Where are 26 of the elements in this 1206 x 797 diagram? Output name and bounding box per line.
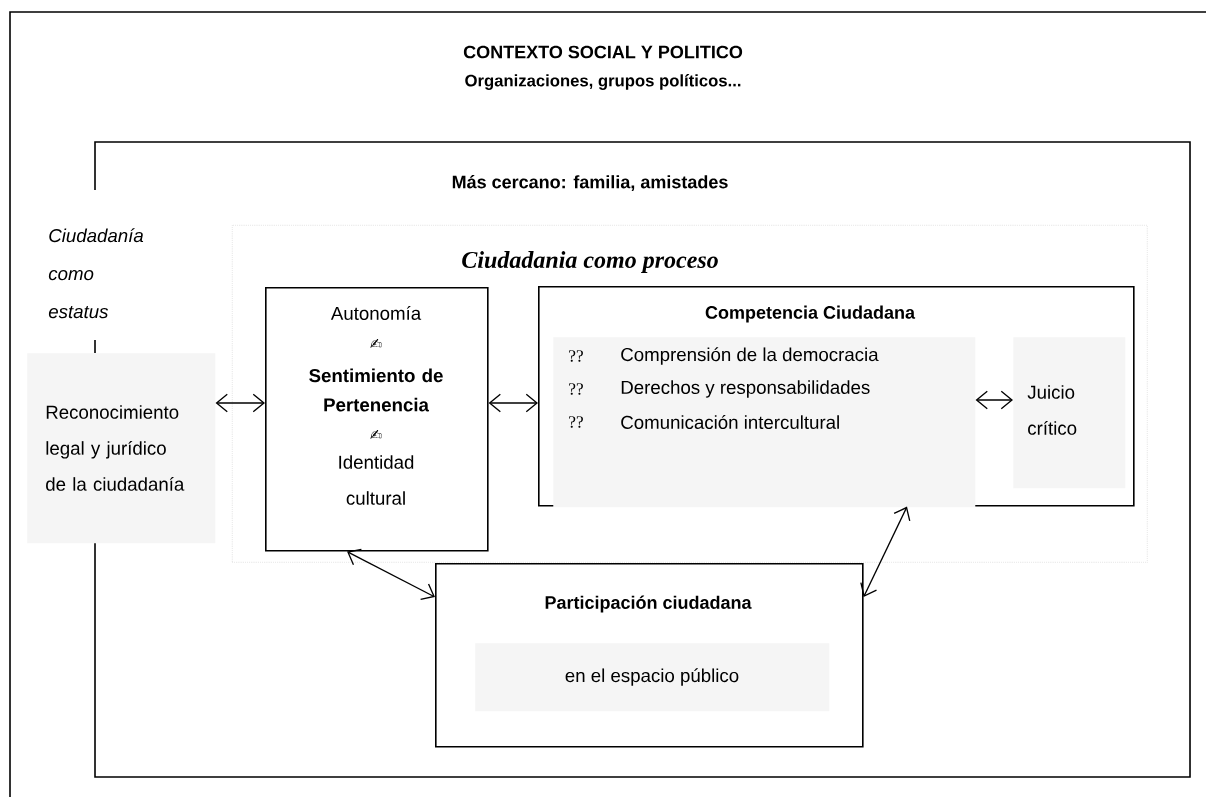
arrow <box>860 506 911 597</box>
heading: Más cercano: familia, amistades <box>452 175 728 191</box>
writing-hand-symbol: ✍ <box>370 430 382 439</box>
bullet-marker: ?? <box>569 350 583 362</box>
list-item: Derechos y responsabilidades <box>621 380 870 398</box>
side-label: Ciudadanía como estatus <box>48 228 144 319</box>
box-text: Autonomía <box>330 306 422 320</box>
arrow <box>975 390 1013 410</box>
box-heading: Participación ciudadana <box>545 595 752 613</box>
box-text: Identidad cultural <box>339 455 414 505</box>
subheading: Organizaciones, grupos políticos... <box>465 74 741 90</box>
text-panel: Reconocimiento legal y jurídico de la ciudadanía <box>27 353 216 544</box>
box-heading: Competencia Ciudadana <box>705 305 916 323</box>
list-item: Comunicación intercultural <box>621 415 839 429</box>
box-heading: Sentimiento de Pertenencia <box>309 368 443 412</box>
bullet-marker: ?? <box>569 416 583 428</box>
text-panel: en el espacio público <box>475 643 830 712</box>
bullet-marker: ?? <box>569 383 583 395</box>
arrow <box>215 393 265 413</box>
heading: Ciudadania como proceso <box>462 251 718 273</box>
list-item: Comprensión de la democracia <box>621 347 879 365</box>
arrow <box>347 548 435 600</box>
text-panel: Juicio crítico <box>1013 337 1126 489</box>
writing-hand-symbol: ✍ <box>370 339 382 348</box>
arrow <box>488 393 538 413</box>
heading: CONTEXTO SOCIAL Y POLITICO <box>463 45 743 59</box>
